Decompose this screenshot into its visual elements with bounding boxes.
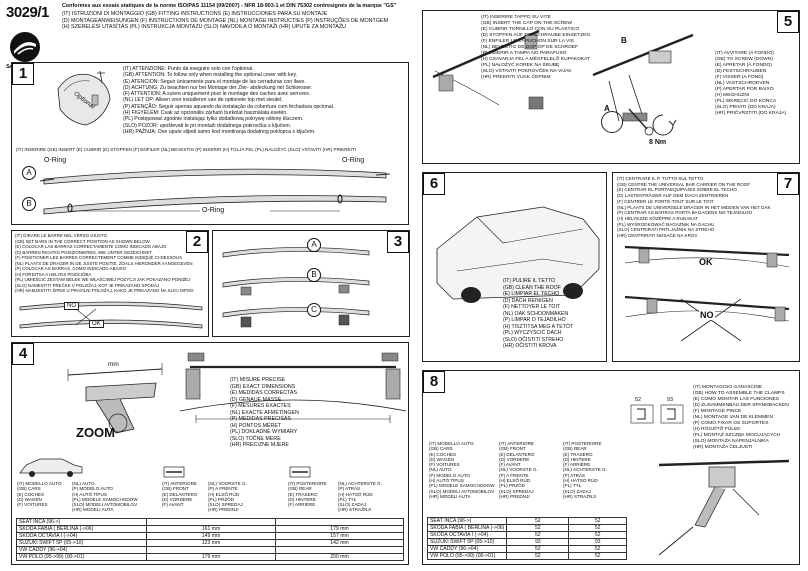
ok-label: OK (89, 320, 104, 328)
legend-model: (IT) MODELLO AUTO(GB) CARS (E) COCHES(D)… (429, 441, 495, 499)
zoom-label: ZOOM (76, 425, 115, 440)
bar-sequence-illustration (222, 247, 370, 328)
step-4-panel: 4 mm ZOOM (IT) MISURE PRECISE (GB) EXACT… (11, 342, 409, 565)
bar-position-text: (IT) GIRARE LE BARRE NEL VERSO GIUSTO (G… (15, 233, 194, 293)
step-8-panel: 8 52 93 (IT) MONTAGGIO GANASCINE(GB) HOW… (422, 370, 800, 565)
attention-text: (IT) ATTENZIONE: Punto da eseguire solo … (123, 66, 335, 135)
legend-front: (IT) ANTERIORE(GB) FRONT (E) DELANTERO(D… (162, 481, 198, 508)
table-row: SEAT INCA (96->) (16, 518, 404, 526)
label-c: C (307, 303, 321, 317)
insert-instruction: (IT) INSERIRE (GB) INSERT (E) CUBRIR (D)… (16, 147, 356, 152)
legend-front-2: (NL) VOORSTE G.(P) A FRENTE (H) ELSŐ RÚD… (208, 481, 247, 513)
detail-circle-a (601, 111, 623, 133)
label-a: A (604, 104, 610, 113)
carrier-front-illustration (432, 29, 544, 110)
assemble-clamps-text: (IT) MONTAGGIO GANASCINE(GB) HOW TO ASSE… (693, 385, 789, 450)
label-a: A (307, 238, 321, 252)
step-2-panel: 2 (IT) GIRARE LE BARRE NEL VERSO GIUSTO … (11, 230, 209, 337)
dimensions-table: SEAT INCA (96->) SKODA FABIA ( BERLINA (… (16, 518, 404, 561)
car-roof-illustration (436, 206, 600, 303)
label-a: A (22, 166, 36, 180)
legend-front: (IT) ANTERIORE(GB) FRONT (E) DELANTERO(D… (499, 441, 538, 499)
oring-label-right: O-Ring (342, 157, 365, 164)
no-label: NO (699, 310, 715, 320)
centre-bar-illustration (624, 245, 790, 342)
step-3-panel: 3 A B C (212, 230, 410, 337)
step-number: 8 (423, 371, 445, 393)
instruction-title-lines: (IT) ISTRUZIONI DI MONTAGGIO (GB) FITTIN… (62, 11, 389, 31)
car-side-icon (19, 458, 83, 477)
step-6-panel: 6 (IT) PULIRE IL TETTO(GB) CLEAN THE ROO… (422, 172, 607, 362)
step-1-panel: 1 Optional (IT) ATTENZIONE: Punto da ese… (11, 62, 409, 225)
clamp-parts-icon (630, 404, 684, 424)
document-code: 3029/1 (6, 4, 49, 21)
ok-label: OK (699, 257, 713, 267)
label-b: B (621, 36, 627, 45)
rear-bar-icon (289, 466, 311, 478)
legend-model-col2: (NL) AUTO(P) MODELO AUTO (H) AUTÓ TÍPUS(… (72, 481, 138, 513)
step-number: 6 (423, 173, 445, 195)
bar-position-illustration (19, 301, 203, 329)
step-number: 7 (777, 173, 799, 195)
clamp-code-93: 93 (667, 397, 674, 403)
optional-cover-illustration (57, 70, 111, 126)
step-number: 1 (12, 63, 34, 85)
legend-rear-2: (NL) ACHTERSTE G.(P) ATRÁS (H) HÁTSÓ RÚD… (338, 481, 382, 513)
carrier-detail-illustration (592, 33, 694, 122)
oring-label-bottom: O-Ring (202, 207, 225, 214)
clamp-assembly-illustration (658, 459, 790, 556)
legend-rear: (IT) POSTERIORE(GB) REAR (E) TRASERO(D) … (288, 481, 327, 508)
tighten-text: (IT) AVVITARE (A FONDO)(GB) TO SCREW (DO… (715, 51, 787, 116)
step-number: 5 (777, 11, 799, 33)
no-label: NO (64, 302, 79, 310)
insert-cap-text: (IT) INSERIRE TAPPO SU VITE(GB) INSERT T… (481, 15, 590, 80)
step-number: 4 (12, 343, 34, 365)
table-row: VW CADDY (96->04) (16, 546, 404, 554)
torque-wrench-icon (652, 114, 677, 136)
zoom-clamp-illustration (67, 363, 163, 434)
label-b: B (307, 268, 321, 282)
oring-label-left: O-Ring (44, 157, 67, 164)
bar-a-illustration (39, 168, 391, 185)
mm-label: mm (108, 361, 119, 368)
exact-dimensions-text: (IT) MISURE PRECISE (GB) EXACT DIMENSION… (230, 377, 299, 448)
front-bar-icon (163, 466, 185, 478)
step-number: 2 (186, 231, 208, 253)
label-b: B (22, 197, 36, 211)
conformity-note: Conformes aux essais statiques de la nor… (62, 3, 397, 9)
legend-model-col1: (IT) MODELLO AUTO(GB) CARS (E) COCHES(D)… (17, 481, 62, 508)
screw-cap-icon (628, 108, 654, 136)
clamp-code-52: 52 (635, 397, 642, 403)
torque-value: 8 Nm (649, 139, 667, 146)
step-7-panel: 7 (IT) CENTRARE IL P. TUTTO SUL TETTO(GB… (612, 172, 800, 362)
legend-rear: (IT) POSTERIORE(GB) REAR (E) TRASERO(D) … (563, 441, 607, 499)
bar-b-illustration (43, 194, 387, 215)
centre-bar-text: (IT) CENTRARE IL P. TUTTO SUL TETTO(GB) … (617, 176, 771, 239)
carrier-measure-illustration (179, 352, 407, 423)
saturno-logo-icon (10, 32, 40, 62)
clean-roof-text: (IT) PULIRE IL TETTO(GB) CLEAN THE ROOF … (503, 278, 574, 349)
step-5-panel: 5 (IT) INSERIRE TAPPO SU VITE(GB) INSERT… (422, 10, 800, 164)
page-top (0, 0, 808, 1)
step-number: 3 (387, 231, 409, 253)
